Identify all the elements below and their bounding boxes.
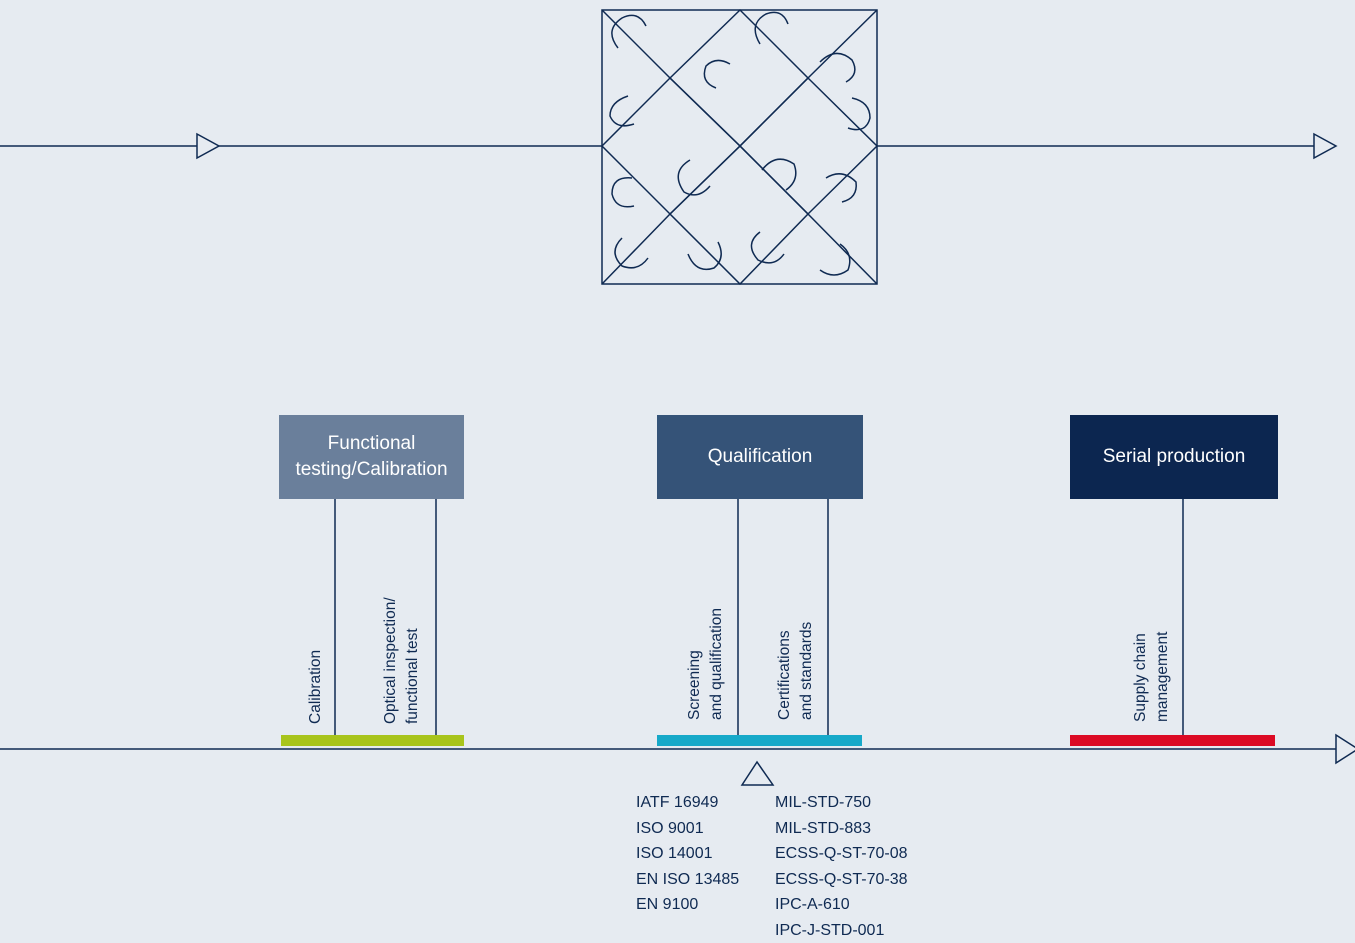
activity-certifications: Certifications and standards — [776, 621, 815, 720]
triangle-marker-icon — [740, 760, 775, 786]
phase-bar-green — [281, 735, 464, 746]
arrow-head-icon — [1335, 733, 1355, 765]
activity-calibration: Calibration — [307, 649, 324, 724]
standard-item: IPC-J-STD-001 — [775, 921, 885, 939]
phase-label: Qualification — [707, 446, 813, 467]
activity-optical-inspection: Optical inspection/ functional test — [382, 597, 421, 724]
phase-bar-cyan — [657, 735, 862, 746]
arrow-head-icon — [196, 132, 221, 160]
phase-box-serial-production: Serial production — [1070, 415, 1278, 499]
standard-item: EN ISO 13485 — [636, 870, 740, 888]
phase-box-qualification: Qualification — [657, 415, 863, 499]
standard-item: IATF 16949 — [636, 794, 719, 811]
puzzle-icon — [600, 8, 879, 286]
standard-item: IPC-A-610 — [775, 896, 850, 913]
phase-label: Functional testing/Calibration — [295, 433, 448, 480]
activity-screening: Screening and qualification — [686, 607, 725, 720]
standard-item: ECSS-Q-ST-70-38 — [775, 870, 908, 888]
phase-bar-red — [1070, 735, 1275, 746]
standard-item: ISO 9001 — [636, 819, 704, 837]
standard-item: ECSS-Q-ST-70-08 — [775, 845, 908, 862]
standards-list-right: MIL-STD-750 MIL-STD-883 ECSS-Q-ST-70-08 … — [775, 790, 907, 943]
activity-supply-chain: Supply chain management — [1132, 631, 1171, 722]
standards-list-left: IATF 16949 ISO 9001 ISO 14001 EN ISO 134… — [636, 790, 739, 918]
standard-item: ISO 14001 — [636, 845, 713, 862]
phase-label: Serial production — [1102, 446, 1246, 467]
standard-item: MIL-STD-883 — [775, 819, 872, 837]
standard-item: EN 9100 — [636, 896, 699, 913]
standard-item: MIL-STD-750 — [775, 794, 872, 811]
phase-box-functional-testing: Functional testing/Calibration — [279, 415, 464, 499]
arrow-head-icon — [1313, 132, 1338, 160]
